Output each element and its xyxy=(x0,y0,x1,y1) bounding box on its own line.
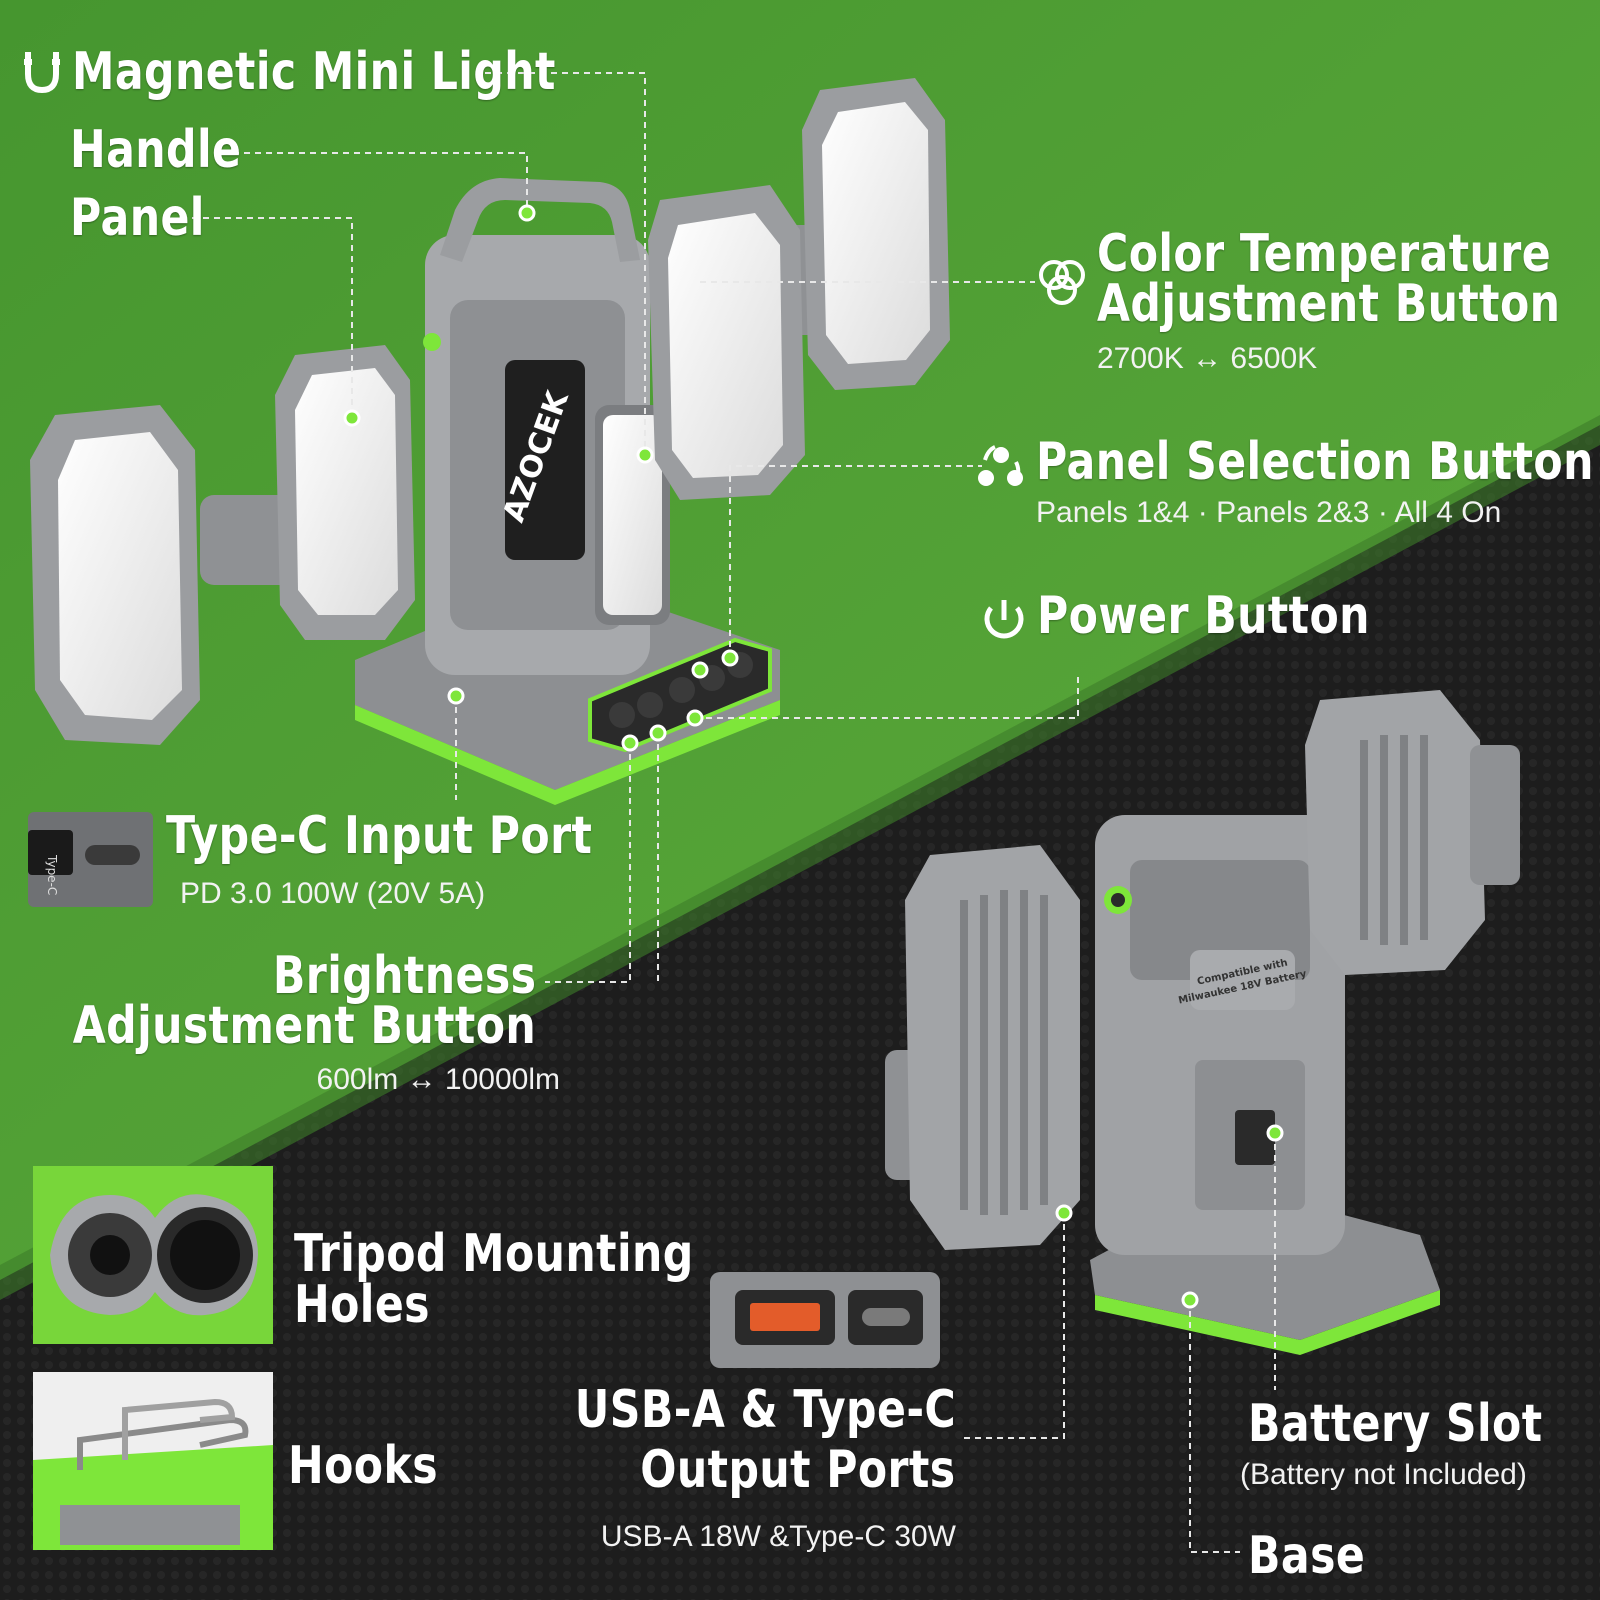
hooks-thumbnail xyxy=(33,1372,273,1550)
usb-label-line1: USB-A & Type-C xyxy=(574,1380,956,1440)
callout-dots xyxy=(343,204,1284,1309)
tripod-label-line2: Holes xyxy=(294,1275,430,1335)
green-background xyxy=(0,0,1600,1280)
color-temperature-icon xyxy=(1039,260,1085,305)
panel-selection-icon xyxy=(978,445,1023,486)
usb-ports-thumbnail xyxy=(710,1272,940,1368)
hooks-label: Hooks xyxy=(288,1436,439,1496)
callout-lines xyxy=(192,72,1276,1553)
brightness-label-line2: Adjustment Button xyxy=(72,996,536,1056)
svg-text:Type-C: Type-C xyxy=(45,854,59,895)
power-button-label: Power Button xyxy=(1037,586,1370,646)
color-temp-label-line1: Color Temperature xyxy=(1097,224,1552,284)
work-light-front-view: AZOCEK xyxy=(30,78,950,805)
magnetic-mini-light-label: Magnetic Mini Light xyxy=(72,42,556,102)
typec-port-thumbnail: Type-C xyxy=(28,812,153,907)
handle-label: Handle xyxy=(70,120,242,180)
work-light-back-view: Compatible with Milwaukee 18V Battery xyxy=(885,690,1520,1355)
typec-input-sub: PD 3.0 100W (20V 5A) xyxy=(180,877,486,910)
color-temp-range: 2700K ↔ 6500K xyxy=(1097,342,1318,375)
battery-slot-sub: (Battery not Included) xyxy=(1240,1458,1527,1491)
panel-selection-sub: Panels 1&4 · Panels 2&3 · All 4 On xyxy=(1036,496,1502,529)
color-temp-label-line2: Adjustment Button xyxy=(1097,274,1561,334)
battery-slot-label: Battery Slot xyxy=(1248,1394,1543,1454)
brightness-range: 600lm ↔ 10000lm xyxy=(316,1063,560,1096)
tripod-label-line1: Tripod Mounting xyxy=(294,1224,694,1284)
brightness-label-line1: Brightness xyxy=(272,946,536,1006)
power-icon xyxy=(984,600,1024,639)
base-label: Base xyxy=(1248,1526,1366,1586)
panel-selection-label: Panel Selection Button xyxy=(1036,432,1594,492)
tripod-holes-thumbnail xyxy=(33,1166,273,1344)
usb-label-line2: Output Ports xyxy=(640,1440,956,1500)
typec-input-label: Type-C Input Port xyxy=(166,806,593,866)
panel-label: Panel xyxy=(70,188,205,248)
magnet-icon xyxy=(24,52,60,94)
usb-sub: USB-A 18W &Type-C 30W xyxy=(600,1520,956,1553)
